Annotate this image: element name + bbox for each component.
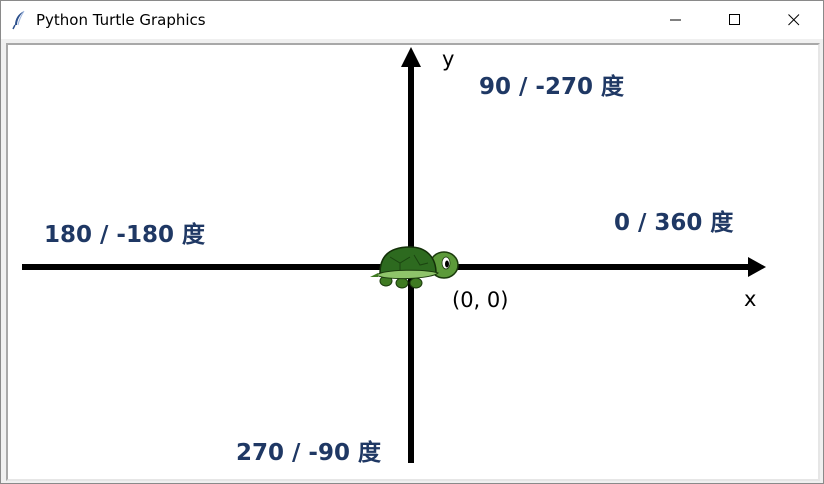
canvas-frame: y x (0, 0) 90 / -270 度 0 / 360 度 180 / -… bbox=[6, 43, 820, 481]
angle-label-down: 270 / -90 度 bbox=[236, 440, 381, 466]
angle-label-up: 90 / -270 度 bbox=[479, 74, 624, 100]
feather-icon bbox=[12, 10, 28, 30]
x-axis-arrow bbox=[748, 257, 766, 277]
y-axis-arrow bbox=[401, 47, 421, 67]
angle-label-right: 0 / 360 度 bbox=[614, 210, 734, 236]
turtle-canvas[interactable]: y x (0, 0) 90 / -270 度 0 / 360 度 180 / -… bbox=[10, 47, 816, 477]
window-title: Python Turtle Graphics bbox=[36, 11, 206, 29]
origin-label: (0, 0) bbox=[452, 288, 509, 312]
minimize-button[interactable] bbox=[653, 1, 699, 39]
axes-drawing bbox=[22, 47, 766, 463]
close-icon bbox=[788, 11, 800, 30]
x-axis-label: x bbox=[744, 287, 757, 311]
close-button[interactable] bbox=[771, 1, 817, 39]
turtle-icon bbox=[370, 246, 459, 289]
maximize-button[interactable] bbox=[712, 1, 758, 39]
title-bar[interactable]: Python Turtle Graphics bbox=[1, 1, 823, 39]
y-axis-label: y bbox=[442, 47, 455, 71]
minimize-icon bbox=[670, 11, 682, 30]
angle-label-left: 180 / -180 度 bbox=[44, 222, 205, 248]
maximize-icon bbox=[729, 11, 741, 30]
